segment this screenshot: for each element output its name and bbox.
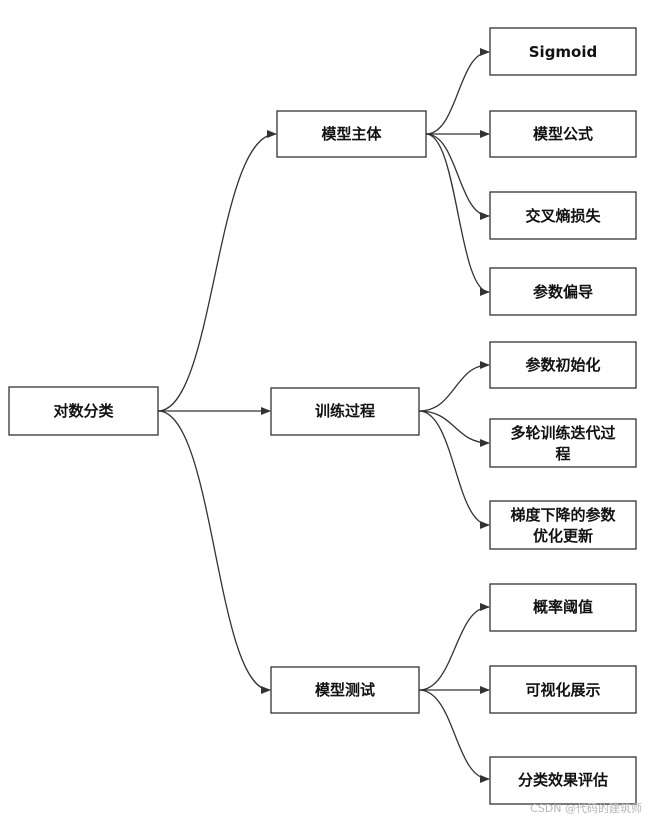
node-visualization-label: 可视化展示: [525, 681, 600, 699]
edge-model-body-sigmoid: [425, 48, 490, 135]
node-testing-label: 模型测试: [315, 681, 375, 699]
node-param-init: 参数初始化: [489, 341, 637, 389]
node-classification-eval: 分类效果评估: [489, 756, 637, 805]
watermark: CSDN @代码的建筑师: [530, 802, 642, 815]
node-prob-threshold: 概率阈值: [489, 583, 637, 632]
node-training: 训练过程: [270, 387, 420, 436]
node-cross-entropy: 交叉熵损失: [489, 191, 637, 240]
node-param-derivative: 参数偏导: [489, 267, 637, 316]
edge-model-body-cross-entropy: [425, 133, 490, 220]
node-classification-eval-label: 分类效果评估: [518, 771, 608, 789]
node-visualization: 可视化展示: [489, 665, 637, 714]
edge-training-gradient: [418, 410, 490, 529]
node-param-init-label: 参数初始化: [525, 356, 600, 374]
node-model-formula: 模型公式: [489, 110, 637, 158]
node-param-derivative-label: 参数偏导: [533, 283, 593, 301]
edge-training-multi-round: [418, 410, 490, 447]
edge-training-init: [418, 361, 490, 412]
node-gradient-descent: 梯度下降的参数 优化更新: [489, 500, 637, 550]
node-sigmoid: Sigmoid: [489, 27, 637, 76]
node-model-formula-label: 模型公式: [533, 125, 593, 143]
edge-root-testing: [157, 410, 271, 694]
node-multi-round: 多轮训练迭代过 程: [489, 418, 637, 468]
node-gradient-descent-label-line1: 梯度下降的参数: [510, 506, 616, 524]
node-cross-entropy-label: 交叉熵损失: [525, 207, 601, 225]
node-root: 对数分类: [8, 386, 159, 436]
node-gradient-descent-label-line2: 优化更新: [533, 527, 593, 545]
node-model-body: 模型主体: [276, 110, 427, 158]
node-prob-threshold-label: 概率阈值: [533, 598, 593, 616]
edge-testing-evaluation: [418, 689, 490, 783]
edge-testing-threshold: [418, 603, 490, 691]
node-multi-round-label-line2: 程: [555, 445, 570, 463]
node-training-label: 训练过程: [315, 402, 375, 420]
node-root-label: 对数分类: [53, 402, 114, 420]
node-testing: 模型测试: [270, 666, 420, 714]
node-model-body-label: 模型主体: [321, 125, 382, 143]
edge-root-model-body: [157, 130, 277, 412]
node-sigmoid-label: Sigmoid: [529, 43, 598, 61]
node-multi-round-label-line1: 多轮训练迭代过: [510, 424, 615, 442]
edge-model-body-derivative: [425, 133, 490, 296]
